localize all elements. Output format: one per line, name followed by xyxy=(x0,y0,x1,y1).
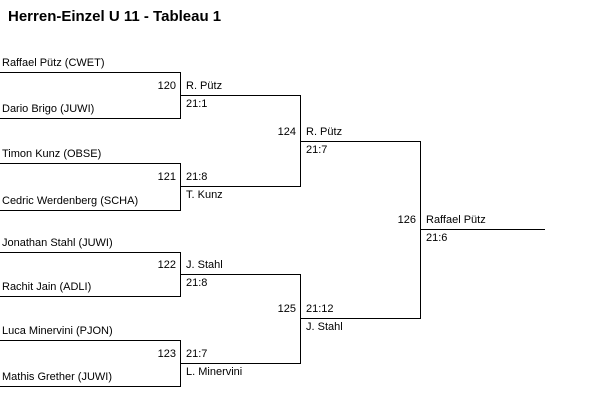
player-3-name: Timon Kunz (OBSE) xyxy=(2,148,102,160)
match-124-score-label: 21:7 xyxy=(306,144,328,156)
match-123-winner-label: L. Minervini xyxy=(186,366,243,378)
match-125-score-label: 21:12 xyxy=(306,303,334,315)
match-124-number: 124 xyxy=(277,126,296,138)
player-6-line xyxy=(0,296,181,297)
match-122-output-line xyxy=(180,274,301,275)
match-122-number: 122 xyxy=(157,259,176,271)
match-121-number: 121 xyxy=(157,171,176,183)
player-5-name: Jonathan Stahl (JUWI) xyxy=(2,237,113,249)
page-title: Herren-Einzel U 11 - Tableau 1 xyxy=(8,8,222,25)
player-8-line xyxy=(0,386,181,387)
player-1-line xyxy=(0,72,181,73)
match-121-connector xyxy=(180,163,181,211)
player-7-line xyxy=(0,340,181,341)
match-126-connector xyxy=(420,141,421,319)
match-121-winner-label: T. Kunz xyxy=(186,189,223,201)
match-125-number: 125 xyxy=(277,303,296,315)
player-8-name: Mathis Grether (JUWI) xyxy=(2,371,113,383)
match-121-score-label: 21:8 xyxy=(186,171,208,183)
match-126-number: 126 xyxy=(397,214,416,226)
player-2-line xyxy=(0,118,181,119)
player-2-name: Dario Brigo (JUWI) xyxy=(2,103,95,115)
match-125-winner-label: J. Stahl xyxy=(306,321,343,333)
match-121-output-line xyxy=(180,186,301,187)
match-122-score-label: 21:8 xyxy=(186,277,208,289)
match-123-score-label: 21:7 xyxy=(186,348,208,360)
match-126-score-label: 21:6 xyxy=(426,232,448,244)
match-120-output-line xyxy=(180,95,301,96)
match-120-score-label: 21:1 xyxy=(186,98,208,110)
match-120-winner-label: R. Pütz xyxy=(186,80,223,92)
match-124-output-line xyxy=(300,141,421,142)
match-123-number: 123 xyxy=(157,348,176,360)
player-1-name: Raffael Pütz (CWET) xyxy=(2,57,105,69)
player-7-name: Luca Minervini (PJON) xyxy=(2,325,113,337)
match-123-output-line xyxy=(180,363,301,364)
match-126-winner-line xyxy=(420,229,545,230)
player-6-name: Rachit Jain (ADLI) xyxy=(2,281,92,293)
match-124-winner-label: R. Pütz xyxy=(306,126,343,138)
match-122-winner-label: J. Stahl xyxy=(186,259,223,271)
match-120-number: 120 xyxy=(157,80,176,92)
player-3-line xyxy=(0,163,181,164)
match-125-output-line xyxy=(300,318,421,319)
player-5-line xyxy=(0,252,181,253)
player-4-name: Cedric Werdenberg (SCHA) xyxy=(2,195,139,207)
match-125-connector xyxy=(300,274,301,364)
match-126-winner-label: Raffael Pütz xyxy=(426,214,486,226)
player-4-line xyxy=(0,210,181,211)
